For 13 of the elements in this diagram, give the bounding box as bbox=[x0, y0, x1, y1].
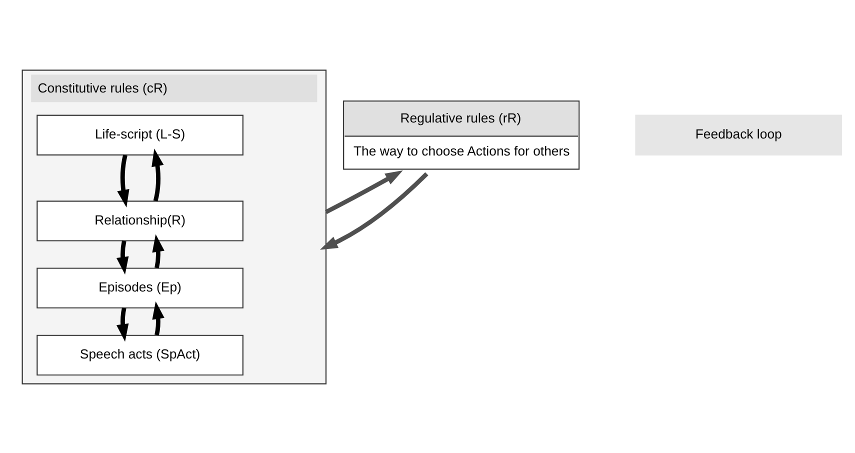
node-box: Episodes (Ep) bbox=[36, 267, 244, 308]
arrow bbox=[152, 234, 164, 268]
arrow bbox=[320, 172, 428, 250]
arrow bbox=[116, 240, 129, 274]
node-box: Speech acts (SpAct) bbox=[36, 334, 244, 376]
arrow bbox=[152, 148, 164, 201]
arrow bbox=[152, 300, 164, 336]
node-box: Feedback loop bbox=[635, 114, 842, 155]
arrow bbox=[324, 170, 403, 214]
node-box: Life-script (L-S) bbox=[36, 114, 244, 155]
arrow bbox=[117, 154, 130, 207]
node-box: Relationship(R) bbox=[36, 200, 244, 241]
arrow bbox=[116, 307, 129, 342]
